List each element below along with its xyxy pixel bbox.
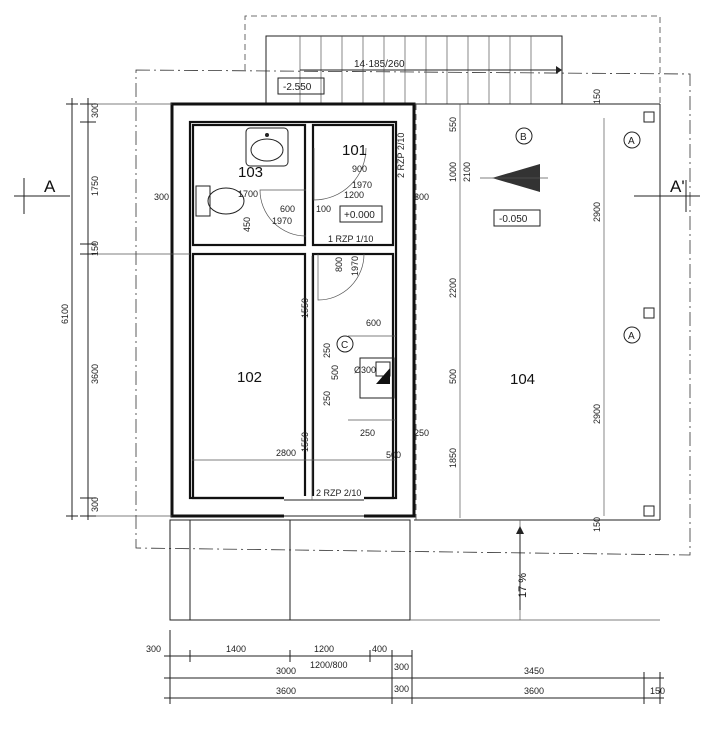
r104-1850: 1850 xyxy=(448,448,458,468)
opening-hall: 1 RZP 1/10 xyxy=(328,234,373,244)
left-dim-total: 6100 xyxy=(60,304,70,324)
door-103-width: 600 xyxy=(280,204,295,214)
room-104-area xyxy=(414,103,661,521)
bottom-r1-note: 1200/800 xyxy=(310,660,348,670)
terrace xyxy=(169,519,660,621)
bottom-r3-3600a: 3600 xyxy=(276,686,296,696)
slope-label: 17 % xyxy=(517,573,529,598)
bottom-r3-3600b: 3600 xyxy=(524,686,544,696)
hall-600: 600 xyxy=(366,318,381,328)
right-150-top: 150 xyxy=(592,89,602,104)
r104-550: 550 xyxy=(448,117,458,132)
staircase: 14·185/260 xyxy=(265,35,563,105)
left-dim-3600: 3600 xyxy=(90,364,100,384)
chimney-diameter: Ø300 xyxy=(354,365,376,375)
left-dim-1750: 1750 xyxy=(90,176,100,196)
left-dim-300-top: 300 xyxy=(90,103,100,118)
r103-450: 450 xyxy=(242,217,252,232)
r103-100: 100 xyxy=(316,204,331,214)
level-mark-104 xyxy=(480,164,548,192)
r104-2200: 2200 xyxy=(448,278,458,298)
bottom-r1-400: 400 xyxy=(372,644,387,654)
chim-a-2: 250 xyxy=(322,391,332,406)
left-dim-150: 150 xyxy=(90,241,100,256)
door-103-height: 1970 xyxy=(272,216,292,226)
marker-c: C xyxy=(341,340,348,351)
left-dimensions: 300 1750 150 3600 300 6100 xyxy=(60,98,190,520)
bottom-r1-1400: 1400 xyxy=(226,644,246,654)
r104-1000: 1000 xyxy=(448,162,458,182)
r103-300-left: 300 xyxy=(154,192,169,202)
walls xyxy=(170,102,416,520)
outline-dashed xyxy=(135,15,691,556)
chim-b-2: 500 xyxy=(386,450,401,460)
chim-b-0: 250 xyxy=(360,428,375,438)
room-101-dim: 1200 xyxy=(344,190,364,200)
bottom-dimensions: 300 1400 1200 400 1200/800 3000 300 3450… xyxy=(146,630,665,704)
opening-102: 2 RZP 2/10 xyxy=(316,488,361,498)
door-101-width: 900 xyxy=(352,164,367,174)
bottom-r2-3450: 3450 xyxy=(524,666,544,676)
room102-2800: 2800 xyxy=(276,448,296,458)
r104-2100: 2100 xyxy=(462,162,472,182)
bottom-r2-3000: 3000 xyxy=(276,666,296,676)
left-dim-300-bottom: 300 xyxy=(90,497,100,512)
level-outside: -2.550 xyxy=(283,82,312,93)
toilet xyxy=(195,185,245,217)
level-104: -0.050 xyxy=(499,214,528,225)
r104-500: 500 xyxy=(448,369,458,384)
chim-b-1: 250 xyxy=(414,428,429,438)
stairs-label: 14·185/260 xyxy=(354,59,405,70)
level-101: +0.000 xyxy=(344,210,375,221)
marker-a-top: A xyxy=(628,136,635,147)
bottom-r3-150: 150 xyxy=(650,686,665,696)
bottom-r1-300: 300 xyxy=(146,644,161,654)
chim-a-0: 250 xyxy=(322,343,332,358)
hall-1550a: 1550 xyxy=(300,298,310,318)
marker-a-mid: A xyxy=(628,331,635,342)
chim-a-1: 500 xyxy=(330,365,340,380)
room-102-label: 102 xyxy=(237,369,262,386)
section-label-right: A' xyxy=(670,177,685,196)
door-swings xyxy=(259,147,367,301)
bottom-r2-300: 300 xyxy=(394,662,409,672)
right-150-bottom: 150 xyxy=(592,517,602,532)
opening-101: 2 RZP 2/10 xyxy=(396,133,406,178)
door-102-width: 800 xyxy=(334,257,344,272)
section-line: A A' xyxy=(14,177,700,214)
room-104-label: 104 xyxy=(510,371,535,388)
section-label-left: A xyxy=(44,177,56,196)
right-2900-b: 2900 xyxy=(592,404,602,424)
markers: B C A A xyxy=(336,127,641,353)
bottom-r3-300: 300 xyxy=(394,684,409,694)
marker-b: B xyxy=(520,132,527,143)
right-2900-a: 2900 xyxy=(592,202,602,222)
r103-1700: 1700 xyxy=(238,189,258,199)
bottom-r1-1200: 1200 xyxy=(314,644,334,654)
chimney: Ø300 xyxy=(348,335,396,421)
door-101-height: 1970 xyxy=(352,180,372,190)
hall-1550b: 1550 xyxy=(300,432,310,452)
room-103-label: 103 xyxy=(238,164,263,181)
r101-300-right: 300 xyxy=(414,192,429,202)
room-101-label: 101 xyxy=(342,142,367,159)
washbasin xyxy=(245,127,289,167)
door-102-height: 1970 xyxy=(350,256,360,276)
